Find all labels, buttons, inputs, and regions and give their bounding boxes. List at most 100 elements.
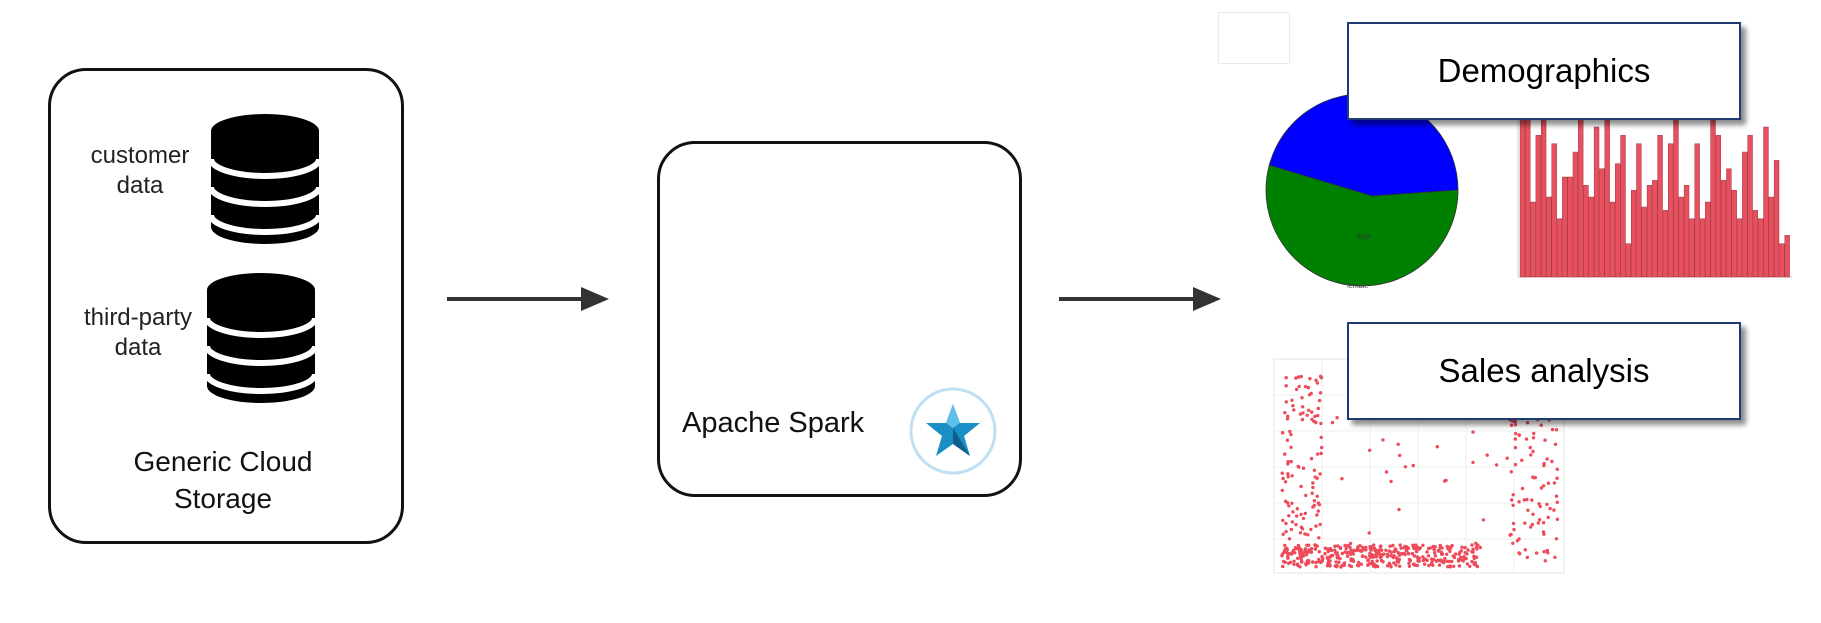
scatter-point [1281, 431, 1285, 435]
histogram-bar [1620, 135, 1626, 278]
scatter-point [1460, 545, 1464, 549]
scatter-point [1375, 564, 1380, 569]
scatter-point [1524, 437, 1529, 441]
histogram-bar [1562, 176, 1568, 278]
histogram-bar [1604, 110, 1610, 278]
scatter-point [1351, 552, 1355, 556]
scatter-point [1478, 545, 1482, 550]
scatter-point [1539, 423, 1543, 427]
scatter-point [1355, 563, 1360, 567]
scatter-point [1408, 558, 1413, 563]
scatter-point [1317, 398, 1322, 403]
histogram-bar [1758, 218, 1764, 278]
scatter-point [1333, 544, 1337, 548]
scatter-point [1290, 398, 1294, 402]
scatter-point [1314, 524, 1318, 528]
scatter-point [1407, 561, 1411, 565]
scatter-point [1281, 532, 1285, 536]
scatter-point [1378, 552, 1382, 556]
histogram-bar [1720, 180, 1727, 278]
scatter-point [1298, 412, 1303, 416]
scatter-point [1475, 564, 1480, 569]
histogram-bar [1705, 201, 1711, 278]
scatter-point [1415, 555, 1419, 559]
scatter-point [1512, 527, 1516, 532]
scatter-point [1555, 500, 1559, 504]
scatter-point [1320, 445, 1324, 450]
histogram-bar [1646, 185, 1653, 278]
third-party-database-icon [206, 273, 316, 403]
scatter-point [1471, 460, 1475, 465]
scatter-point [1387, 549, 1392, 553]
background-frame [1218, 12, 1290, 64]
demographics-callout: Demographics [1347, 22, 1741, 120]
histogram-bar [1742, 151, 1748, 278]
scatter-point [1485, 453, 1489, 457]
scatter-point [1298, 565, 1302, 569]
scatter-point [1317, 550, 1321, 554]
scatter-point [1316, 509, 1320, 513]
histogram-bar [1694, 143, 1700, 278]
scatter-point [1382, 552, 1386, 556]
scatter-point [1451, 554, 1455, 558]
scatter-point [1510, 498, 1514, 502]
scatter-point [1288, 429, 1292, 434]
scatter-point [1509, 470, 1513, 474]
scatter-point [1283, 480, 1288, 484]
histogram-bar [1699, 218, 1706, 278]
scatter-point [1372, 543, 1376, 547]
histogram-bar [1599, 168, 1605, 278]
histogram-bar [1615, 163, 1621, 278]
scatter-point [1543, 438, 1547, 442]
scatter-point [1523, 548, 1527, 552]
sales-analysis-callout: Sales analysis [1347, 322, 1741, 420]
scatter-point [1396, 550, 1400, 555]
scatter-point [1335, 565, 1339, 569]
scatter-point [1308, 376, 1312, 381]
scatter-point [1281, 476, 1285, 481]
histogram-bar [1710, 93, 1716, 278]
scatter-point [1542, 550, 1546, 554]
scatter-point [1290, 501, 1294, 505]
scatter-point [1361, 554, 1365, 558]
scatter-point [1388, 544, 1392, 548]
scatter-point [1457, 564, 1462, 568]
scatter-point [1304, 561, 1308, 566]
scatter-point [1435, 445, 1439, 449]
scatter-point [1398, 543, 1402, 547]
scatter-point [1343, 550, 1347, 554]
scatter-point [1335, 416, 1339, 420]
scatter-point [1292, 559, 1296, 563]
scatter-point [1301, 516, 1306, 521]
scatter-point [1335, 554, 1339, 558]
scatter-point [1511, 419, 1515, 423]
scatter-point [1396, 442, 1400, 446]
scatter-point [1368, 547, 1373, 551]
histogram-bar [1673, 118, 1679, 278]
scatter-point [1297, 375, 1301, 379]
scatter-point [1303, 384, 1308, 389]
scatter-point [1345, 554, 1350, 558]
histogram-bar [1768, 196, 1774, 278]
scatter-point [1304, 550, 1308, 554]
scatter-point [1300, 396, 1304, 400]
histogram-bar [1556, 218, 1563, 278]
scatter-point [1357, 560, 1361, 565]
scatter-point [1289, 527, 1294, 532]
scatter-point [1374, 549, 1378, 554]
scatter-point [1309, 527, 1313, 532]
scatter-point [1364, 555, 1368, 559]
pie-slice-label: 53% [1357, 234, 1371, 241]
scatter-point [1381, 438, 1385, 442]
scatter-point [1532, 431, 1536, 436]
scatter-point [1440, 546, 1444, 550]
histogram-bar [1715, 135, 1721, 278]
scatter-point [1315, 452, 1320, 456]
scatter-point [1315, 381, 1320, 385]
scatter-point [1291, 548, 1296, 553]
scatter-point [1328, 559, 1332, 563]
scatter-point [1407, 564, 1412, 568]
scatter-point [1378, 545, 1382, 549]
scatter-point [1299, 484, 1303, 489]
scatter-point [1525, 555, 1529, 560]
